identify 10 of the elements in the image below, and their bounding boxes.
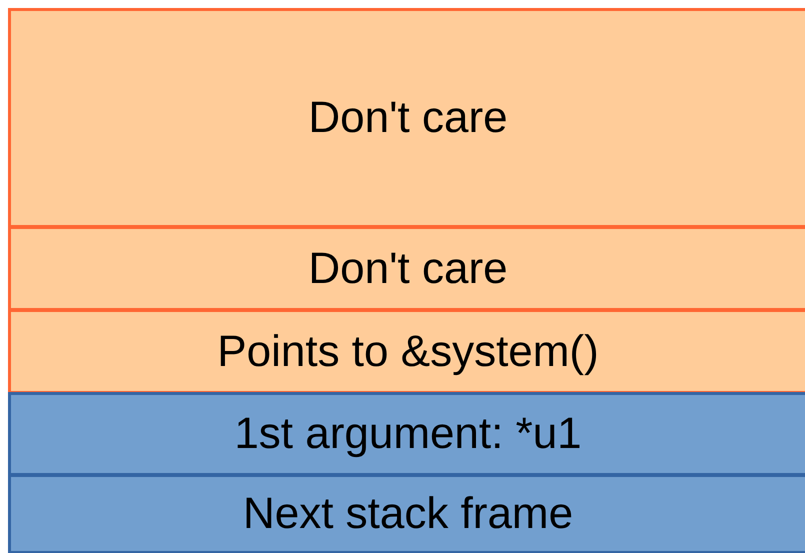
slot-label: Don't care — [308, 93, 508, 143]
slot-label: Points to &system() — [217, 326, 599, 376]
slot-label: Next stack frame — [242, 489, 574, 539]
stack-slot — [8, 8, 805, 228]
stack-slot — [8, 309, 805, 394]
stack-slot — [8, 226, 805, 311]
slot-label: 1st argument: *u1 — [234, 409, 582, 459]
stack-slot — [8, 474, 805, 553]
slot-label: Don't care — [308, 244, 508, 294]
stack-slot — [8, 392, 805, 476]
